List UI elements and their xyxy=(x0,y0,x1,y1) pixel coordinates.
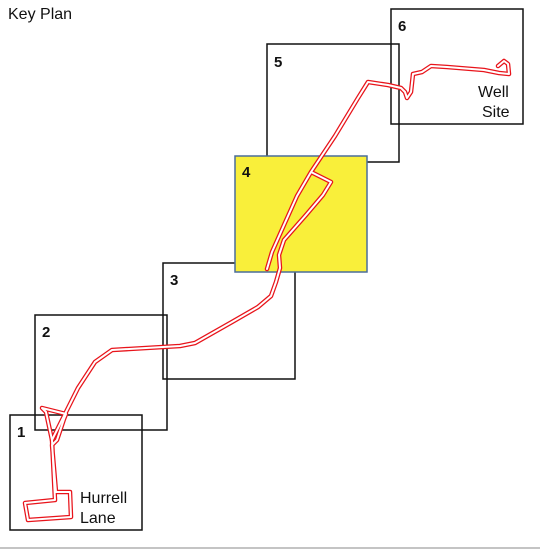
sheet-label-1: 1 xyxy=(17,424,25,441)
sheet-frame-5[interactable] xyxy=(266,43,400,163)
sheet-label-6: 6 xyxy=(398,18,406,35)
pipeline-route xyxy=(22,58,512,523)
sheet-frame-1[interactable] xyxy=(9,414,143,531)
sheet-frame-3[interactable] xyxy=(162,262,296,380)
sheet-frame-6[interactable] xyxy=(390,8,524,125)
sheet-label-2: 2 xyxy=(42,324,50,341)
end-place-line1: Well xyxy=(478,84,509,101)
sheet-frame-4[interactable] xyxy=(234,155,368,273)
sheet-label-3: 3 xyxy=(170,272,178,289)
sheet-label-5: 5 xyxy=(274,54,282,71)
sheet-label-4: 4 xyxy=(242,164,251,181)
map-title: Key Plan xyxy=(8,6,73,23)
start-place-line2: Lane xyxy=(80,510,116,527)
end-place-line2: Site xyxy=(482,104,510,121)
start-place-line1: Hurrell xyxy=(80,490,127,507)
sheet-frame-2[interactable] xyxy=(34,314,168,431)
